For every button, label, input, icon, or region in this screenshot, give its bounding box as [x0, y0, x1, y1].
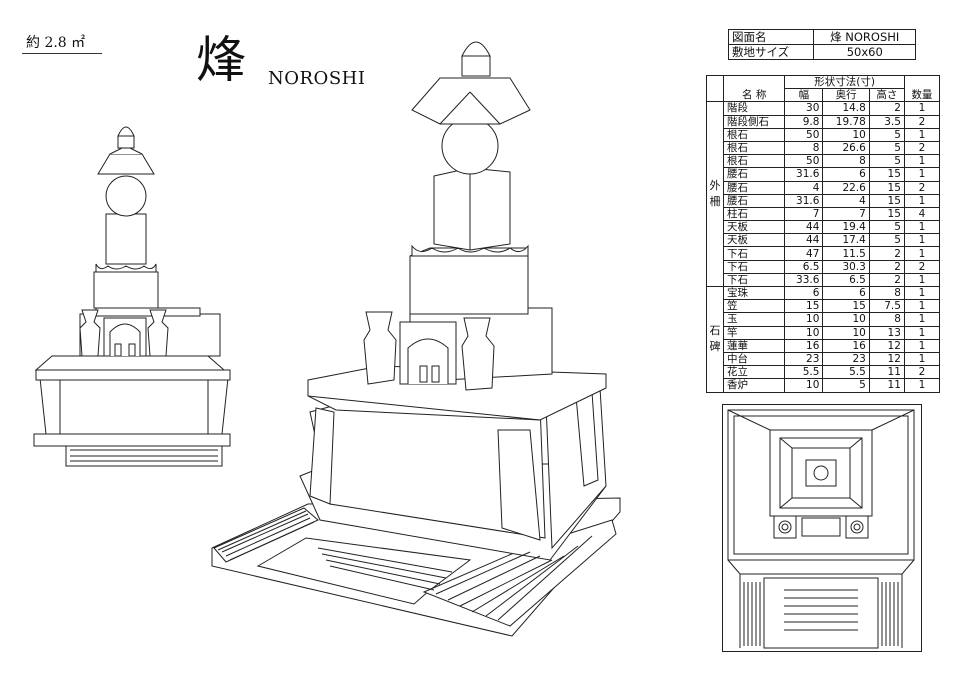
area-label: 約 2.8 ㎡ — [26, 35, 86, 51]
dim-cell-qty: 1 — [903, 101, 941, 116]
dim-header-qty: 数量 — [903, 88, 941, 103]
title-roman: NOROSHI — [268, 68, 366, 89]
area-underline — [22, 53, 102, 54]
dim-cell-depth: 15 — [822, 299, 870, 314]
info-table: 図面名 烽 NOROSHI 敷地サイズ 50x60 — [727, 29, 916, 60]
dim-cell-part-name: 階段側石 — [722, 114, 786, 129]
dim-cell-qty: 1 — [903, 378, 941, 393]
dim-header-width: 幅 — [784, 88, 824, 103]
dim-cell-depth: 11.5 — [822, 246, 870, 261]
dim-cell-width: 33.6 — [784, 272, 824, 288]
dim-cell-depth: 6.5 — [822, 272, 870, 288]
dim-cell-part-name: 笠 — [722, 299, 786, 314]
step-hatching — [218, 511, 592, 620]
dim-cell-part-name: 腰石 — [722, 180, 786, 195]
dim-group-char: 碑 — [709, 340, 721, 354]
dim-cell-width: 30 — [784, 101, 824, 116]
dim-header-blank-qty — [903, 74, 941, 89]
dim-cell-width: 44 — [784, 233, 824, 248]
dim-cell-width: 23 — [784, 351, 824, 367]
dim-header-name: 名 称 — [722, 88, 786, 103]
dim-cell-width: 15 — [784, 299, 824, 314]
dim-header-group: 形状寸法(寸) — [784, 74, 905, 90]
dim-cell-qty: 2 — [903, 114, 941, 129]
info-row-site-size: 敷地サイズ 50x60 — [727, 44, 916, 60]
dim-cell-part-name: 根石 — [722, 127, 786, 142]
dim-group-char: 外 — [709, 179, 721, 193]
plan-step-lines — [744, 582, 898, 646]
dim-cell-height: 3.5 — [868, 114, 905, 129]
dim-group-char: 石 — [709, 324, 721, 338]
dim-cell-height: 15 — [868, 193, 905, 208]
info-value-site-size: 50x60 — [813, 44, 916, 60]
dim-cell-part-name: 香炉 — [722, 378, 786, 393]
dim-header-row-2: 名 称 幅 奥行 高さ 数量 — [706, 88, 941, 103]
title-kanji: 烽 — [196, 31, 246, 89]
dim-cell-depth: 14.8 — [822, 101, 870, 116]
dim-cell-depth: 19.78 — [822, 114, 870, 129]
dim-group-char: 柵 — [709, 195, 721, 209]
dim-header-depth: 奥行 — [822, 88, 870, 103]
dim-cell-part-name: 下石 — [722, 246, 786, 261]
dim-cell-width: 9.8 — [784, 114, 824, 129]
dim-cell-depth: 10 — [822, 312, 870, 327]
plan-view-frame — [722, 404, 922, 652]
info-label-site-size: 敷地サイズ — [727, 44, 815, 60]
info-row-drawing-name: 図面名 烽 NOROSHI — [727, 29, 916, 45]
info-label-drawing-name: 図面名 — [727, 29, 815, 45]
dim-cell-part-name: 花立 — [722, 365, 786, 380]
dim-header-height: 高さ — [868, 88, 905, 103]
dim-cell-height: 7.5 — [868, 299, 905, 314]
dim-header-blank-name — [722, 74, 786, 89]
dim-cell-width: 10 — [784, 325, 824, 340]
dim-cell-depth: 5 — [822, 378, 870, 393]
dim-cell-part-name: 階段 — [722, 101, 786, 116]
dim-header-row-1: 形状寸法(寸) — [706, 74, 941, 90]
dim-cell-part-name: 下石 — [722, 272, 786, 288]
dim-cell-height: 15 — [868, 206, 905, 222]
dim-cell-depth: 26.6 — [822, 140, 870, 156]
dim-cell-height: 11 — [868, 378, 905, 393]
